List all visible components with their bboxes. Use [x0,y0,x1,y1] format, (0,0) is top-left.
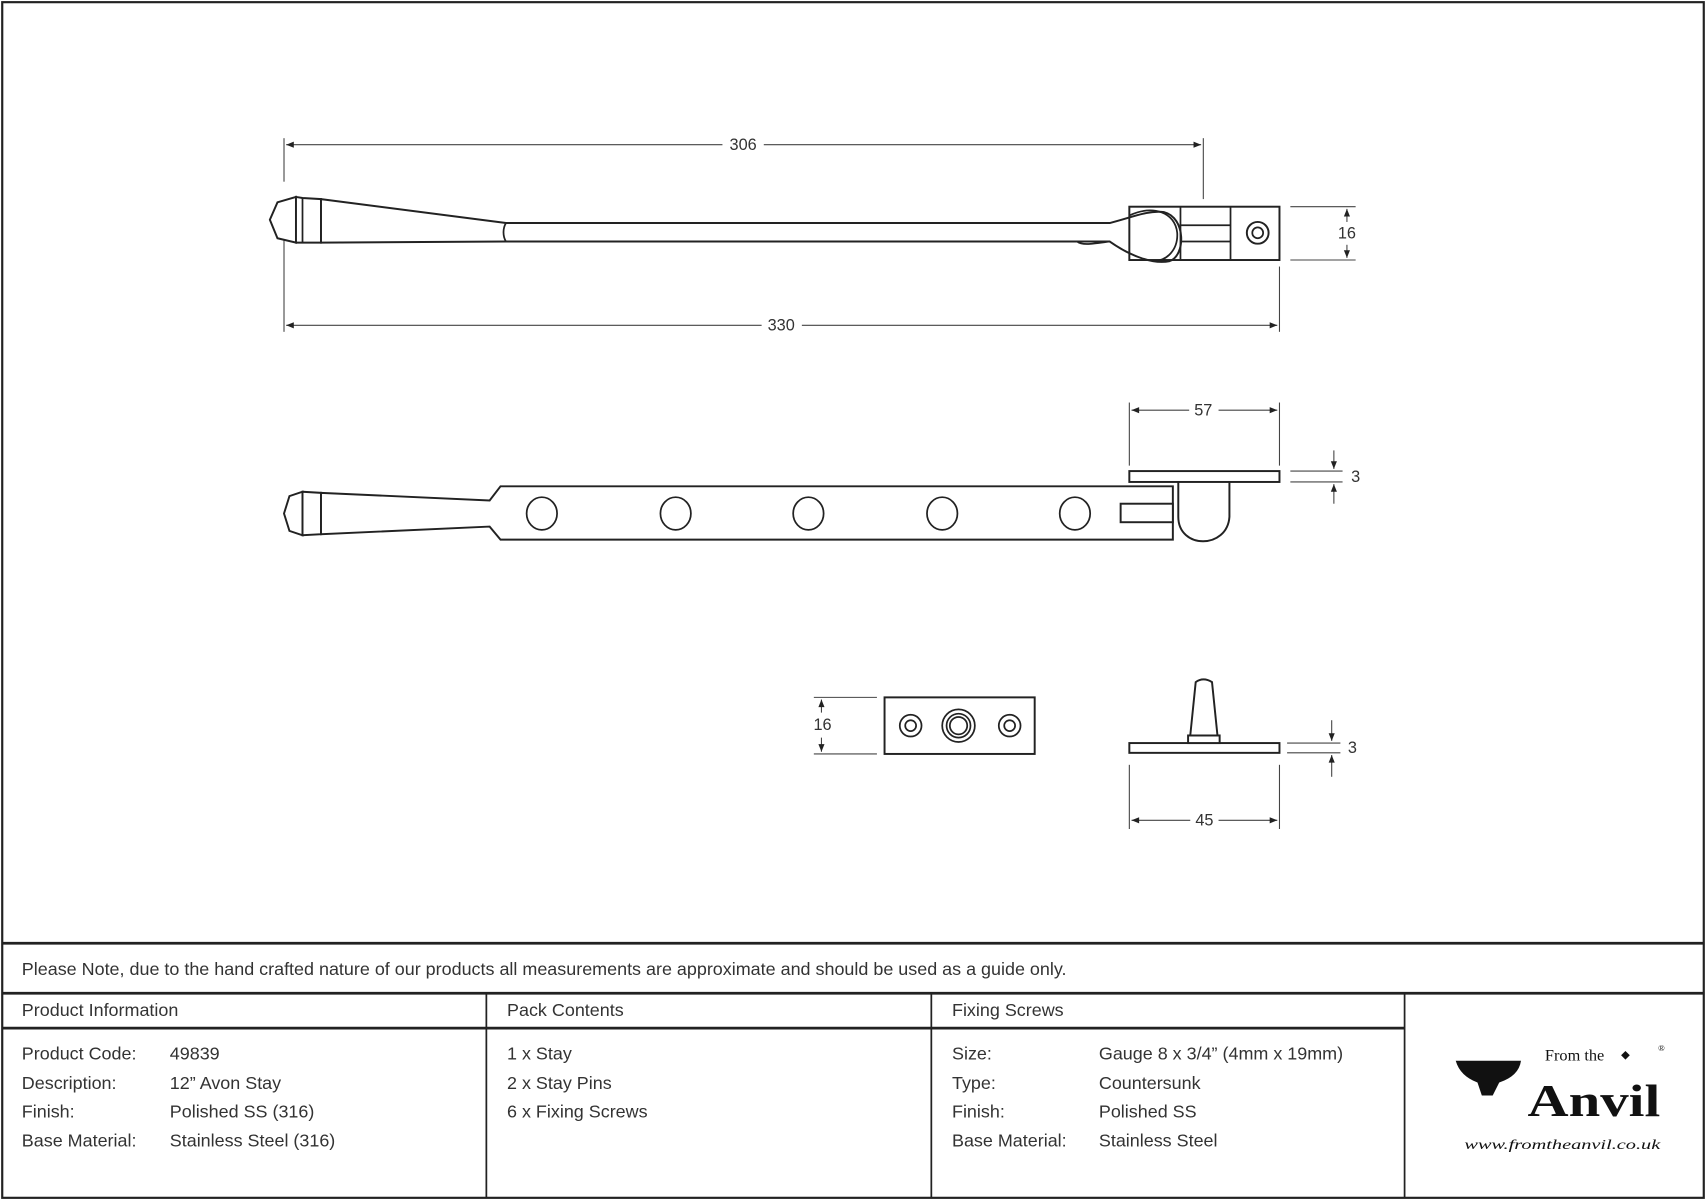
value-type: Countersunk [1099,1073,1201,1093]
dimension-16-plate: 16 [813,696,877,755]
dimension-label: 306 [730,136,757,154]
anvil-icon [1455,1060,1521,1096]
logo-registered: ® [1658,1043,1665,1053]
value-finish: Polished SS [1099,1101,1197,1121]
fixing-holes [525,496,1092,531]
dimension-label: 16 [1338,224,1356,242]
section-heading: Pack Contents [507,1000,624,1020]
value-size: Gauge 8 x 3/4” (4mm x 19mm) [1099,1044,1343,1064]
stay-side-view: 57 3 [282,402,1360,543]
product-information-section: Product Information Product Code: 49839 … [22,1000,335,1151]
pin-plate-side-view: 3 45 [1128,678,1357,830]
label-finish: Finish: [22,1101,75,1121]
stay-bar [320,485,1174,541]
label-product-code: Product Code: [22,1044,137,1064]
dimension-16-bracket: 16 [1290,206,1356,261]
section-heading: Product Information [22,1000,179,1020]
stay-arm [320,197,1183,263]
keep-plate [1128,470,1281,483]
dimension-label: 3 [1351,468,1360,486]
label-base-material: Base Material: [22,1131,137,1151]
section-heading: Fixing Screws [952,1000,1064,1020]
logo-from-the: From the [1545,1046,1604,1065]
info-table: Please Note, due to the hand crafted nat… [2,941,1704,1198]
dimension-57: 57 [1128,402,1281,466]
stay-top-view: 306 330 16 [268,136,1356,335]
stay-bracket [1128,205,1281,261]
dimension-label: 45 [1195,812,1213,830]
label-description: Description: [22,1073,117,1093]
value-product-code: 49839 [170,1044,220,1064]
label-type: Type: [952,1073,996,1093]
dimension-306: 306 [286,136,1202,154]
dimension-45: 45 [1128,764,1281,830]
label-size: Size: [952,1044,992,1064]
stay-pin [1189,678,1219,737]
dimension-3-plate: 3 [1287,720,1357,777]
label-finish: Finish: [952,1101,1005,1121]
pack-item: 2 x Stay Pins [507,1073,612,1093]
value-base-material: Stainless Steel (316) [170,1131,336,1151]
fixing-screws-section: Fixing Screws Size: Gauge 8 x 3/4” (4mm … [952,1000,1343,1151]
finial [268,195,297,244]
pack-contents-section: Pack Contents 1 x Stay 2 x Stay Pins 6 x… [507,1000,648,1121]
pack-item: 1 x Stay [507,1044,572,1064]
screw-hole [1245,220,1270,245]
keep-hook [1177,481,1231,543]
dimension-label: 3 [1348,739,1357,757]
dimension-330: 330 [286,317,1278,335]
value-finish: Polished SS (316) [170,1101,315,1121]
label-base-material: Base Material: [952,1131,1067,1151]
dimension-label: 16 [813,716,831,734]
dimension-label: 330 [768,317,795,335]
value-base-material: Stainless Steel [1099,1131,1218,1151]
logo-url: www.fromtheanvil.co.uk [1464,1137,1661,1153]
dimension-3-keep: 3 [1290,450,1360,504]
dimension-label: 57 [1194,402,1212,420]
value-description: 12” Avon Stay [170,1073,281,1093]
from-the-anvil-logo: From the ® Anvil www.fromtheanvil.co.uk [1455,1043,1665,1153]
logo-brand: Anvil [1528,1075,1661,1126]
pack-item: 6 x Fixing Screws [507,1101,648,1121]
pin-plate-top-view: 16 [813,696,1036,755]
measurement-note: Please Note, due to the hand crafted nat… [22,959,1067,979]
